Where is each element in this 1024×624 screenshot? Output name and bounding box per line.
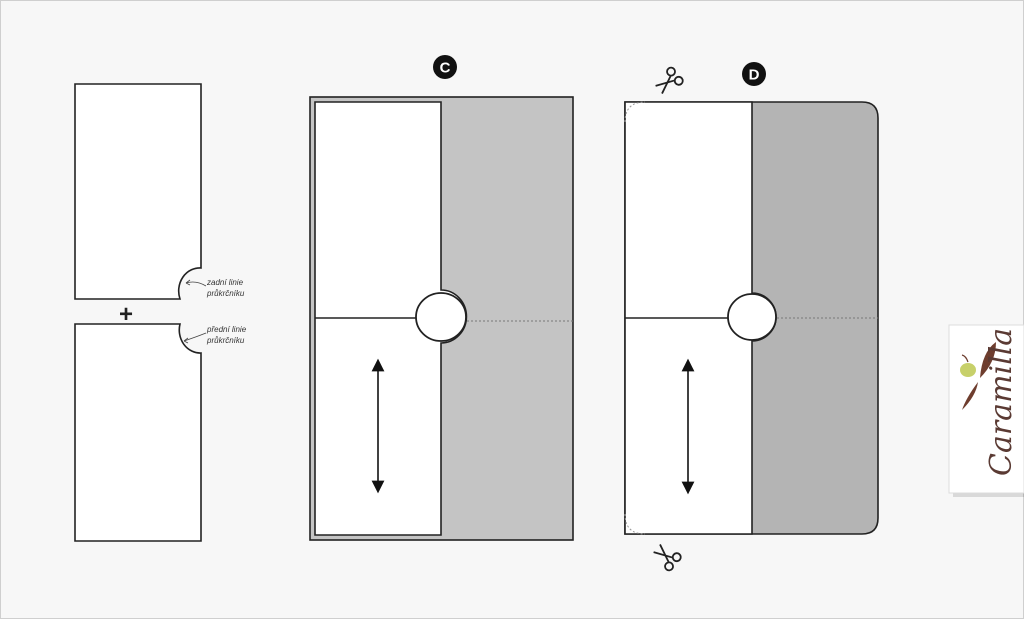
step-d-diagram: D	[624, 62, 879, 573]
front-piece	[74, 323, 202, 542]
brand-logo-pear-icon	[960, 363, 976, 377]
step-c-diagram: C	[309, 55, 574, 541]
step-d-letter: D	[749, 67, 760, 84]
step-c-badge	[433, 55, 457, 79]
back-neckline-label: zadní linie průkrčníku	[206, 278, 245, 298]
step-d-top-corner-cut-guide	[624, 101, 646, 123]
plus-sign: +	[119, 301, 133, 328]
step-d-bottom-corner-cut-guide	[624, 513, 646, 535]
front-neckline-label: přední linie průkrčníku	[206, 325, 248, 345]
back-neckline-pointer	[185, 281, 207, 287]
step-c-neck-hole	[415, 292, 467, 342]
step-d-neck-hole	[727, 293, 777, 341]
brand-card: Caramilla	[948, 324, 1024, 497]
left-pattern-pieces: + zadní linie průkrčníku přední linie pr…	[74, 83, 248, 542]
back-piece	[74, 83, 202, 300]
brand-logo-leaves-icon	[960, 342, 996, 410]
brand-name: Caramilla	[984, 328, 1019, 476]
step-d-badge	[742, 62, 766, 86]
front-neckline-pointer	[183, 332, 207, 342]
step-c-letter: C	[440, 60, 451, 77]
